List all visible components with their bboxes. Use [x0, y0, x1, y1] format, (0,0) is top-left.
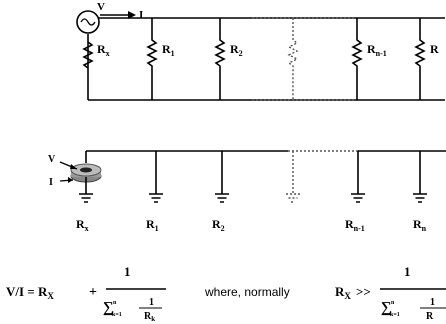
equation-inner-numerator: 1 — [149, 297, 154, 308]
electrode-voltage-label: V — [48, 154, 56, 165]
ground-symbol-rn-icon — [413, 151, 427, 203]
resistance-equation: V/I = RX + 1 ∑ n k=1 1 Rk where, normall… — [6, 264, 446, 323]
equation-sum-symbol: ∑ — [103, 300, 114, 316]
circuit-label-rx: Rx — [97, 42, 110, 58]
equation-lhs: V/I = RX — [6, 284, 54, 301]
electrode-label-rn1: Rn-1 — [345, 217, 365, 233]
electrode-current-label: I — [49, 177, 53, 188]
equation-rhs-op: >> — [356, 284, 371, 299]
circuit-label-r2: R2 — [230, 42, 243, 58]
equation-inner-denominator: Rk — [144, 311, 155, 323]
current-arrowhead-icon — [128, 11, 136, 19]
equation-numerator: 1 — [124, 264, 131, 279]
source-voltage-label: V — [97, 1, 105, 13]
ground-symbol-r2-icon — [215, 151, 229, 203]
parallel-circuit: V I Rx R1 R2 Rn-1 R — [76, 1, 445, 101]
circuit-label-rn: R — [430, 42, 439, 56]
equation-rhs-sum-lower: k=1 — [390, 312, 400, 318]
ground-symbol-dashed-icon — [286, 151, 300, 203]
equation-rhs-sum-symbol: ∑ — [381, 300, 392, 316]
resistor-rn1-branch — [351, 18, 363, 100]
resistor-r2-branch — [214, 18, 226, 100]
equation-plus: + — [89, 285, 97, 300]
equation-rhs-lhs: RX — [335, 284, 351, 301]
current-pointer-arrowhead-icon — [68, 177, 73, 183]
electrode-label-rn: Rn — [413, 217, 427, 233]
electrode-label-r2: R2 — [212, 217, 225, 233]
equation-where-text: where, normally — [204, 285, 290, 299]
clamp-meter-hole — [80, 167, 92, 173]
ground-symbol-rn1-icon — [351, 151, 365, 203]
circuit-label-rn1: Rn-1 — [367, 42, 387, 58]
sine-wave-icon — [80, 18, 96, 26]
voltage-arrowhead-icon — [70, 164, 77, 169]
resistor-rn-branch — [414, 18, 426, 100]
resistor-rx-icon — [82, 41, 94, 69]
equation-rhs-inner-numerator: 1 — [430, 297, 435, 308]
equation-rhs-sum-upper: n — [391, 300, 395, 306]
equation-rhs-numerator: 1 — [404, 264, 411, 279]
resistor-r1-branch — [146, 18, 158, 100]
equation-sum-upper: n — [113, 300, 117, 306]
equation-sum-lower: k=1 — [112, 312, 122, 318]
source-current-label: I — [139, 9, 143, 21]
ground-symbol-r1-icon — [149, 151, 163, 203]
equation-rhs-inner-denominator: R — [426, 311, 434, 322]
circuit-label-r1: R1 — [162, 42, 175, 58]
ground-electrode-model: V I Rx R1 R2 Rn-1 Rn — [48, 150, 446, 233]
electrode-label-rx: Rx — [76, 217, 89, 233]
electrode-label-r1: R1 — [146, 217, 159, 233]
ground-symbol-rx-icon — [79, 193, 93, 203]
dashed-resistor-branch — [287, 18, 299, 100]
